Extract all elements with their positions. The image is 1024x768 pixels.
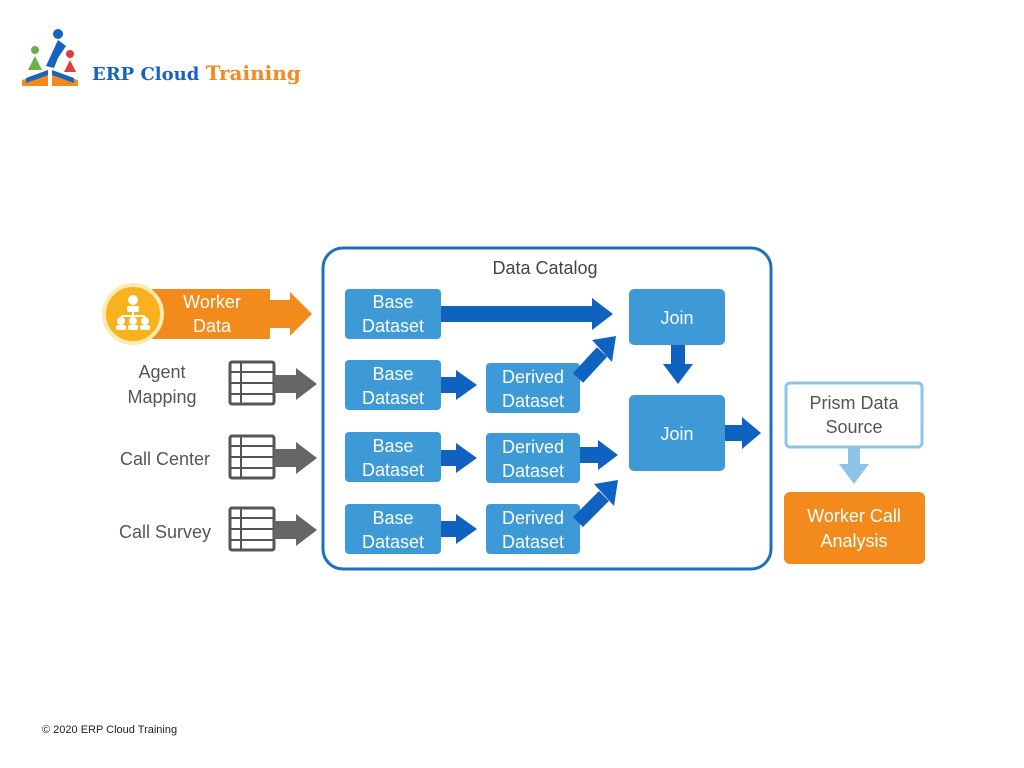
org-chart-icon [116,295,150,330]
agent-mapping-arrow [274,368,317,400]
arrow-derived3-to-join [573,480,618,527]
worker-call-analysis-line1: Worker Call [807,506,901,526]
arrow-base3-to-derived [441,443,477,473]
logo-text-erp-cloud: ERP Cloud [92,64,206,85]
base-dataset-4: Base Dataset [345,504,441,554]
join-box-2-label: Join [660,424,693,444]
arrow-base2-to-derived [441,370,477,400]
call-survey-arrow [274,514,317,546]
call-survey-label: Call Survey [119,522,211,542]
worker-data-arrow [268,292,312,336]
arrow-join2-out [725,417,761,449]
data-catalog-title: Data Catalog [492,258,597,278]
base-dataset-3-line1: Base [372,436,413,456]
derived-dataset-3-line1: Derived [502,508,564,528]
derived-dataset-1-line1: Derived [502,367,564,387]
base-dataset-2: Base Dataset [345,360,441,410]
base-dataset-4-line2: Dataset [362,532,424,552]
arrow-join1-to-join2 [663,345,693,384]
source-call-survey: Call Survey [119,506,317,552]
footer-copyright: © 2020 ERP Cloud Training [42,724,178,736]
base-dataset-4-line1: Base [372,508,413,528]
source-call-center: Call Center [120,434,317,480]
agent-mapping-label-line2: Mapping [127,387,196,407]
source-worker-data: Worker Data [102,283,312,345]
source-agent-mapping: Agent Mapping [127,360,317,407]
arrow-base4-to-derived [441,514,477,544]
logo: ERP Cloud Training [18,28,301,88]
join-box-1: Join [629,289,725,345]
worker-call-analysis-line2: Analysis [820,531,887,551]
base-dataset-3-line2: Dataset [362,460,424,480]
agent-mapping-label-line1: Agent [138,362,185,382]
derived-dataset-1-line2: Dataset [502,391,564,411]
derived-dataset-2: Derived Dataset [486,433,580,483]
worker-data-label-line1: Worker [183,292,241,312]
prism-data-source-line2: Source [825,417,882,437]
worker-call-analysis-box: Worker Call Analysis [784,492,925,564]
worker-data-label-line2: Data [193,316,232,336]
base-dataset-1-line1: Base [372,292,413,312]
base-dataset-1-line2: Dataset [362,316,424,336]
derived-dataset-3-line2: Dataset [502,532,564,552]
arrow-prism-to-analysis [839,447,869,484]
learning-book-people-icon [22,29,78,86]
prism-data-source-line1: Prism Data [809,393,899,413]
spreadsheet-icon [228,506,276,552]
derived-dataset-2-line1: Derived [502,437,564,457]
join-box-2: Join [629,395,725,471]
base-dataset-1: Base Dataset [345,289,441,339]
spreadsheet-icon [228,434,276,480]
arrow-derived2-to-join [580,440,618,470]
base-dataset-2-line1: Base [372,364,413,384]
prism-data-source-box: Prism Data Source [784,381,924,449]
derived-dataset-1: Derived Dataset [486,363,580,413]
arrow-base1-to-join [441,298,613,330]
derived-dataset-2-line2: Dataset [502,461,564,481]
base-dataset-3: Base Dataset [345,432,441,482]
derived-dataset-3: Derived Dataset [486,504,580,554]
call-center-arrow [274,442,317,474]
join-box-1-label: Join [660,308,693,328]
arrow-derived1-to-join-top [572,336,616,383]
logo-text: ERP Cloud Training [92,61,301,85]
call-center-label: Call Center [120,449,210,469]
logo-text-training: Training [205,61,301,85]
spreadsheet-icon [228,360,276,406]
base-dataset-2-line2: Dataset [362,388,424,408]
